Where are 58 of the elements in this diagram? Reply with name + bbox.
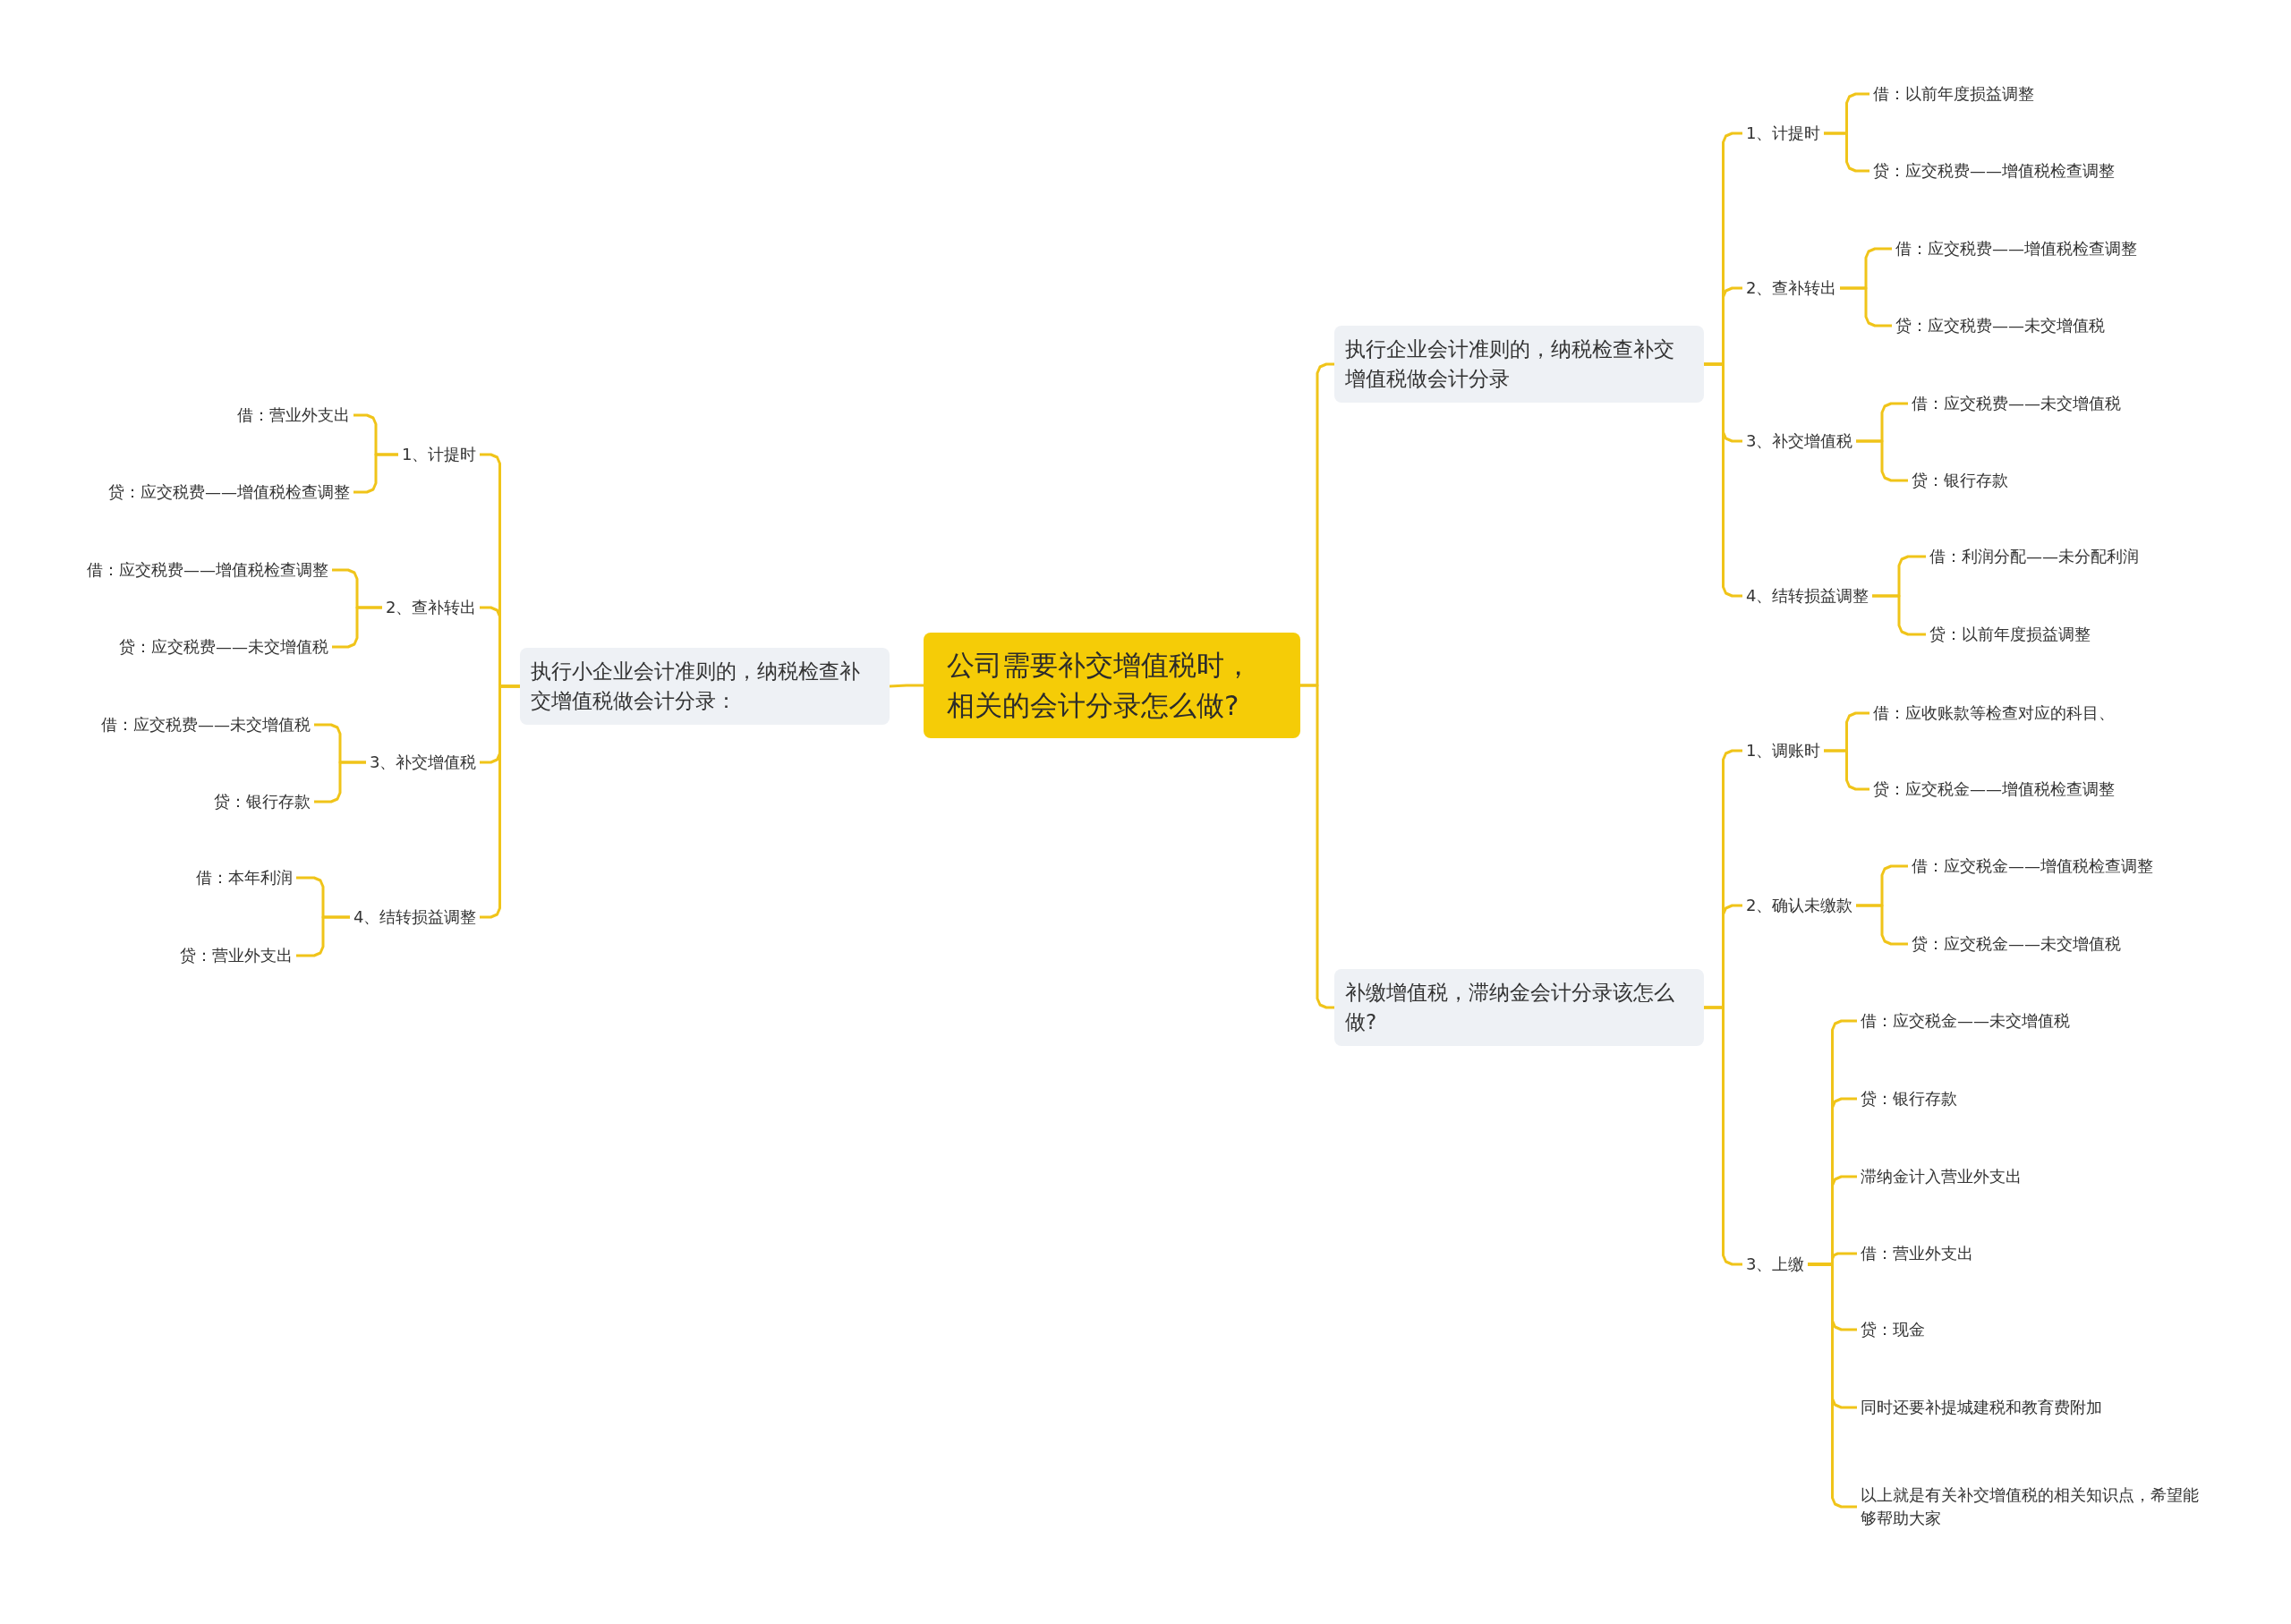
- entry-text: 借：应交税费——未交增值税: [98, 711, 314, 739]
- entry-text: 以上就是有关补交增值税的相关知识点，希望能够帮助大家: [1857, 1482, 2215, 1533]
- entry-text: 贷：应交税金——未交增值税: [1908, 931, 2125, 958]
- entry-text: 4、结转损益调整: [350, 904, 481, 931]
- entry-text: 1、调账时: [1742, 737, 1825, 765]
- connector-line: [1856, 439, 1908, 482]
- entry-text: 贷：应交税费——未交增值税: [115, 633, 332, 661]
- entry-text: 贷：应交税金——增值税检查调整: [1869, 776, 2118, 803]
- entry-text: 贷：应交税费——未交增值税: [1892, 312, 2108, 340]
- connector-line: [1824, 749, 1869, 791]
- entry-text: 借：应交税费——未交增值税: [1908, 390, 2125, 418]
- connector-line: [314, 761, 366, 803]
- entry-text: 借：应交税金——增值税检查调整: [1908, 853, 2157, 880]
- entry-text: 贷：应交税费——增值税检查调整: [1869, 157, 2118, 185]
- connector-line: [296, 915, 350, 957]
- entry-text: 2、查补转出: [382, 594, 481, 622]
- entry-text: 贷：银行存款: [1908, 467, 2012, 495]
- entry-text: 3、补交增值税: [366, 749, 481, 777]
- connector-line: [889, 684, 924, 688]
- entry-text: 借：营业外支出: [234, 402, 353, 429]
- entry-text: 贷：以前年度损益调整: [1926, 621, 2094, 649]
- entry-text: 贷：银行存款: [210, 788, 314, 816]
- subtopic-box: 执行企业会计准则的，纳税检查补交增值税做会计分录: [1334, 325, 1704, 404]
- entry-text: 贷：银行存款: [1857, 1085, 1961, 1113]
- entry-text: 3、上缴: [1742, 1251, 1809, 1279]
- entry-text: 3、补交增值税: [1742, 428, 1857, 455]
- entry-text: 借：应收账款等检查对应的科目、: [1869, 700, 2118, 727]
- entry-text: 1、计提时: [1742, 120, 1825, 148]
- entry-text: 4、结转损益调整: [1742, 582, 1873, 610]
- connector-line: [480, 684, 520, 919]
- entry-text: 借：本年利润: [192, 864, 296, 892]
- connector-line: [332, 606, 382, 649]
- connector-line: [1704, 1006, 1742, 1266]
- subtopic-box: 补缴增值税，滞纳金会计分录该怎么做?: [1334, 968, 1704, 1047]
- entry-text: 贷：现金: [1857, 1316, 1929, 1344]
- entry-text: 滞纳金计入营业外支出: [1857, 1163, 2025, 1191]
- entry-text: 借：利润分配——未分配利润: [1926, 543, 2142, 571]
- entry-text: 借：应交税费——增值税检查调整: [83, 557, 332, 584]
- connector-line: [1808, 1263, 1857, 1509]
- connector-line: [353, 453, 398, 494]
- connector-line: [1856, 904, 1908, 946]
- connector-line: [1824, 132, 1869, 173]
- entry-text: 借：以前年度损益调整: [1869, 81, 2038, 108]
- central-topic-box: 公司需要补交增值税时，相关的会计分录怎么做?: [924, 633, 1300, 738]
- connector-line: [1704, 362, 1742, 598]
- entry-text: 2、确认未缴款: [1742, 892, 1857, 920]
- entry-text: 借：营业外支出: [1857, 1240, 1977, 1268]
- entry-text: 贷：营业外支出: [176, 942, 296, 970]
- entry-text: 同时还要补提城建税和教育费附加: [1857, 1394, 2106, 1422]
- entry-text: 贷：应交税费——增值税检查调整: [105, 479, 353, 506]
- entry-text: 借：应交税金——未交增值税: [1857, 1008, 2074, 1035]
- entry-text: 2、查补转出: [1742, 275, 1841, 302]
- connector-line: [1872, 594, 1926, 636]
- connector-line: [1300, 684, 1334, 1009]
- entry-text: 1、计提时: [398, 441, 481, 469]
- connector-line: [1840, 286, 1892, 327]
- subtopic-box: 执行小企业会计准则的，纳税检查补交增值税做会计分录：: [520, 647, 890, 726]
- entry-text: 借：应交税费——增值税检查调整: [1892, 235, 2141, 263]
